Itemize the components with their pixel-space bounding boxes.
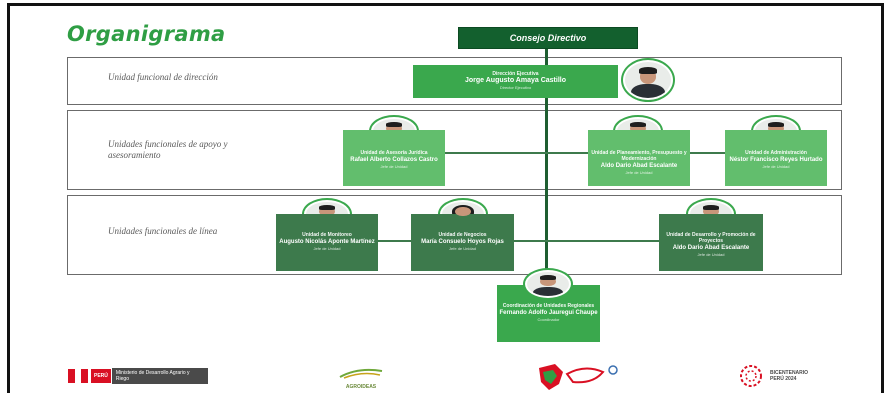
support-role-1: Unidad de Asesoría Jurídica	[360, 150, 428, 156]
bicentennial-logo: BICENTENARIO PERÚ 2024	[735, 363, 818, 389]
band-label-support: Unidades funcionales de apoyo y asesoram…	[108, 139, 228, 160]
agroideas-text: AGROIDEAS	[345, 384, 377, 390]
line-connector-mid	[514, 240, 659, 242]
support-role-2: Unidad de Planeamiento, Presupuesto y Mo…	[591, 150, 687, 162]
director-box: Dirección Ejecutiva Jorge Augusto Amaya …	[413, 65, 618, 98]
page-title: Organigrama	[67, 22, 226, 46]
director-name: Jorge Augusto Amaya Castillo	[464, 77, 566, 84]
line-connector	[378, 240, 411, 242]
line-sub-1: Jefe de Unidad	[313, 246, 341, 251]
director-role: Dirección Ejecutiva	[492, 71, 539, 77]
support-connector	[445, 152, 590, 154]
line-sub-2: Jefe de Unidad	[449, 246, 476, 251]
main-connector	[545, 48, 548, 288]
agroideas-logo: AGROIDEAS	[336, 366, 386, 390]
peru-flag-icon	[68, 369, 88, 383]
line-name-1: Augusto Nicolás Aponte Martínez	[279, 239, 375, 245]
line-role-2: Unidad de Negocios	[438, 232, 487, 238]
director-avatar	[623, 60, 673, 100]
support-name-2: Aldo Dario Abad Escalante	[600, 163, 678, 169]
support-box-3: Unidad de Administración Néstor Francisc…	[725, 130, 827, 186]
regional-box: Coordinación de Unidades Regionales Fern…	[497, 285, 600, 342]
line-sub-3: Jefe de Unidad	[697, 252, 725, 257]
line-role-1: Unidad de Monitoreo	[302, 232, 352, 238]
director-sub: Director Ejecutivo	[499, 85, 532, 90]
band-label-direction: Unidad funcional de dirección	[108, 72, 218, 82]
peru-map-icon	[539, 364, 618, 390]
support-sub-1: Jefe de Unidad	[380, 164, 408, 169]
support-box-2: Unidad de Planeamiento, Presupuesto y Mo…	[588, 130, 690, 186]
bicentennial-text: BICENTENARIO PERÚ 2024	[770, 370, 809, 382]
council-box: Consejo Directivo	[458, 27, 638, 49]
page-frame	[7, 3, 884, 393]
line-box-1: Unidad de Monitoreo Augusto Nicolás Apon…	[276, 214, 378, 271]
regional-name: Fernando Adolfo Jauregui Chaupe	[499, 310, 598, 316]
peru-brand-logo	[533, 362, 625, 395]
regional-avatar	[525, 270, 571, 298]
support-box-1: Unidad de Asesoría Jurídica Rafael Alber…	[343, 130, 445, 186]
support-connector-right	[690, 152, 725, 154]
support-name-1: Rafael Alberto Collazos Castro	[350, 157, 438, 163]
band-support: Unidades funcionales de apoyo y asesoram…	[67, 110, 842, 190]
support-sub-3: Jefe de Unidad	[762, 164, 790, 169]
line-box-3: Unidad de Desarrollo y Promoción de Proy…	[659, 214, 763, 271]
regional-sub: Coordinador	[537, 317, 560, 322]
peru-badge: PERÚ	[91, 369, 111, 383]
band-label-line: Unidades funcionales de línea	[108, 226, 218, 236]
line-name-3: Aldo Dario Abad Escalante	[672, 245, 750, 251]
line-name-2: María Consuelo Hoyos Rojas	[421, 239, 504, 245]
support-name-3: Néstor Francisco Reyes Hurtado	[729, 157, 823, 163]
support-role-3: Unidad de Administración	[745, 150, 807, 156]
ministry-name: Ministerio de Desarrollo Agrario y Riego	[111, 368, 208, 384]
support-sub-2: Jefe de Unidad	[625, 170, 653, 175]
regional-role: Coordinación de Unidades Regionales	[502, 303, 595, 309]
ministry-logo: PERÚ Ministerio de Desarrollo Agrario y …	[68, 368, 208, 384]
bicentennial-ring-icon	[740, 365, 762, 387]
line-role-3: Unidad de Desarrollo y Promoción de Proy…	[666, 232, 756, 244]
agroideas-leaf-icon	[339, 368, 383, 379]
line-box-2: Unidad de Negocios María Consuelo Hoyos …	[411, 214, 514, 271]
